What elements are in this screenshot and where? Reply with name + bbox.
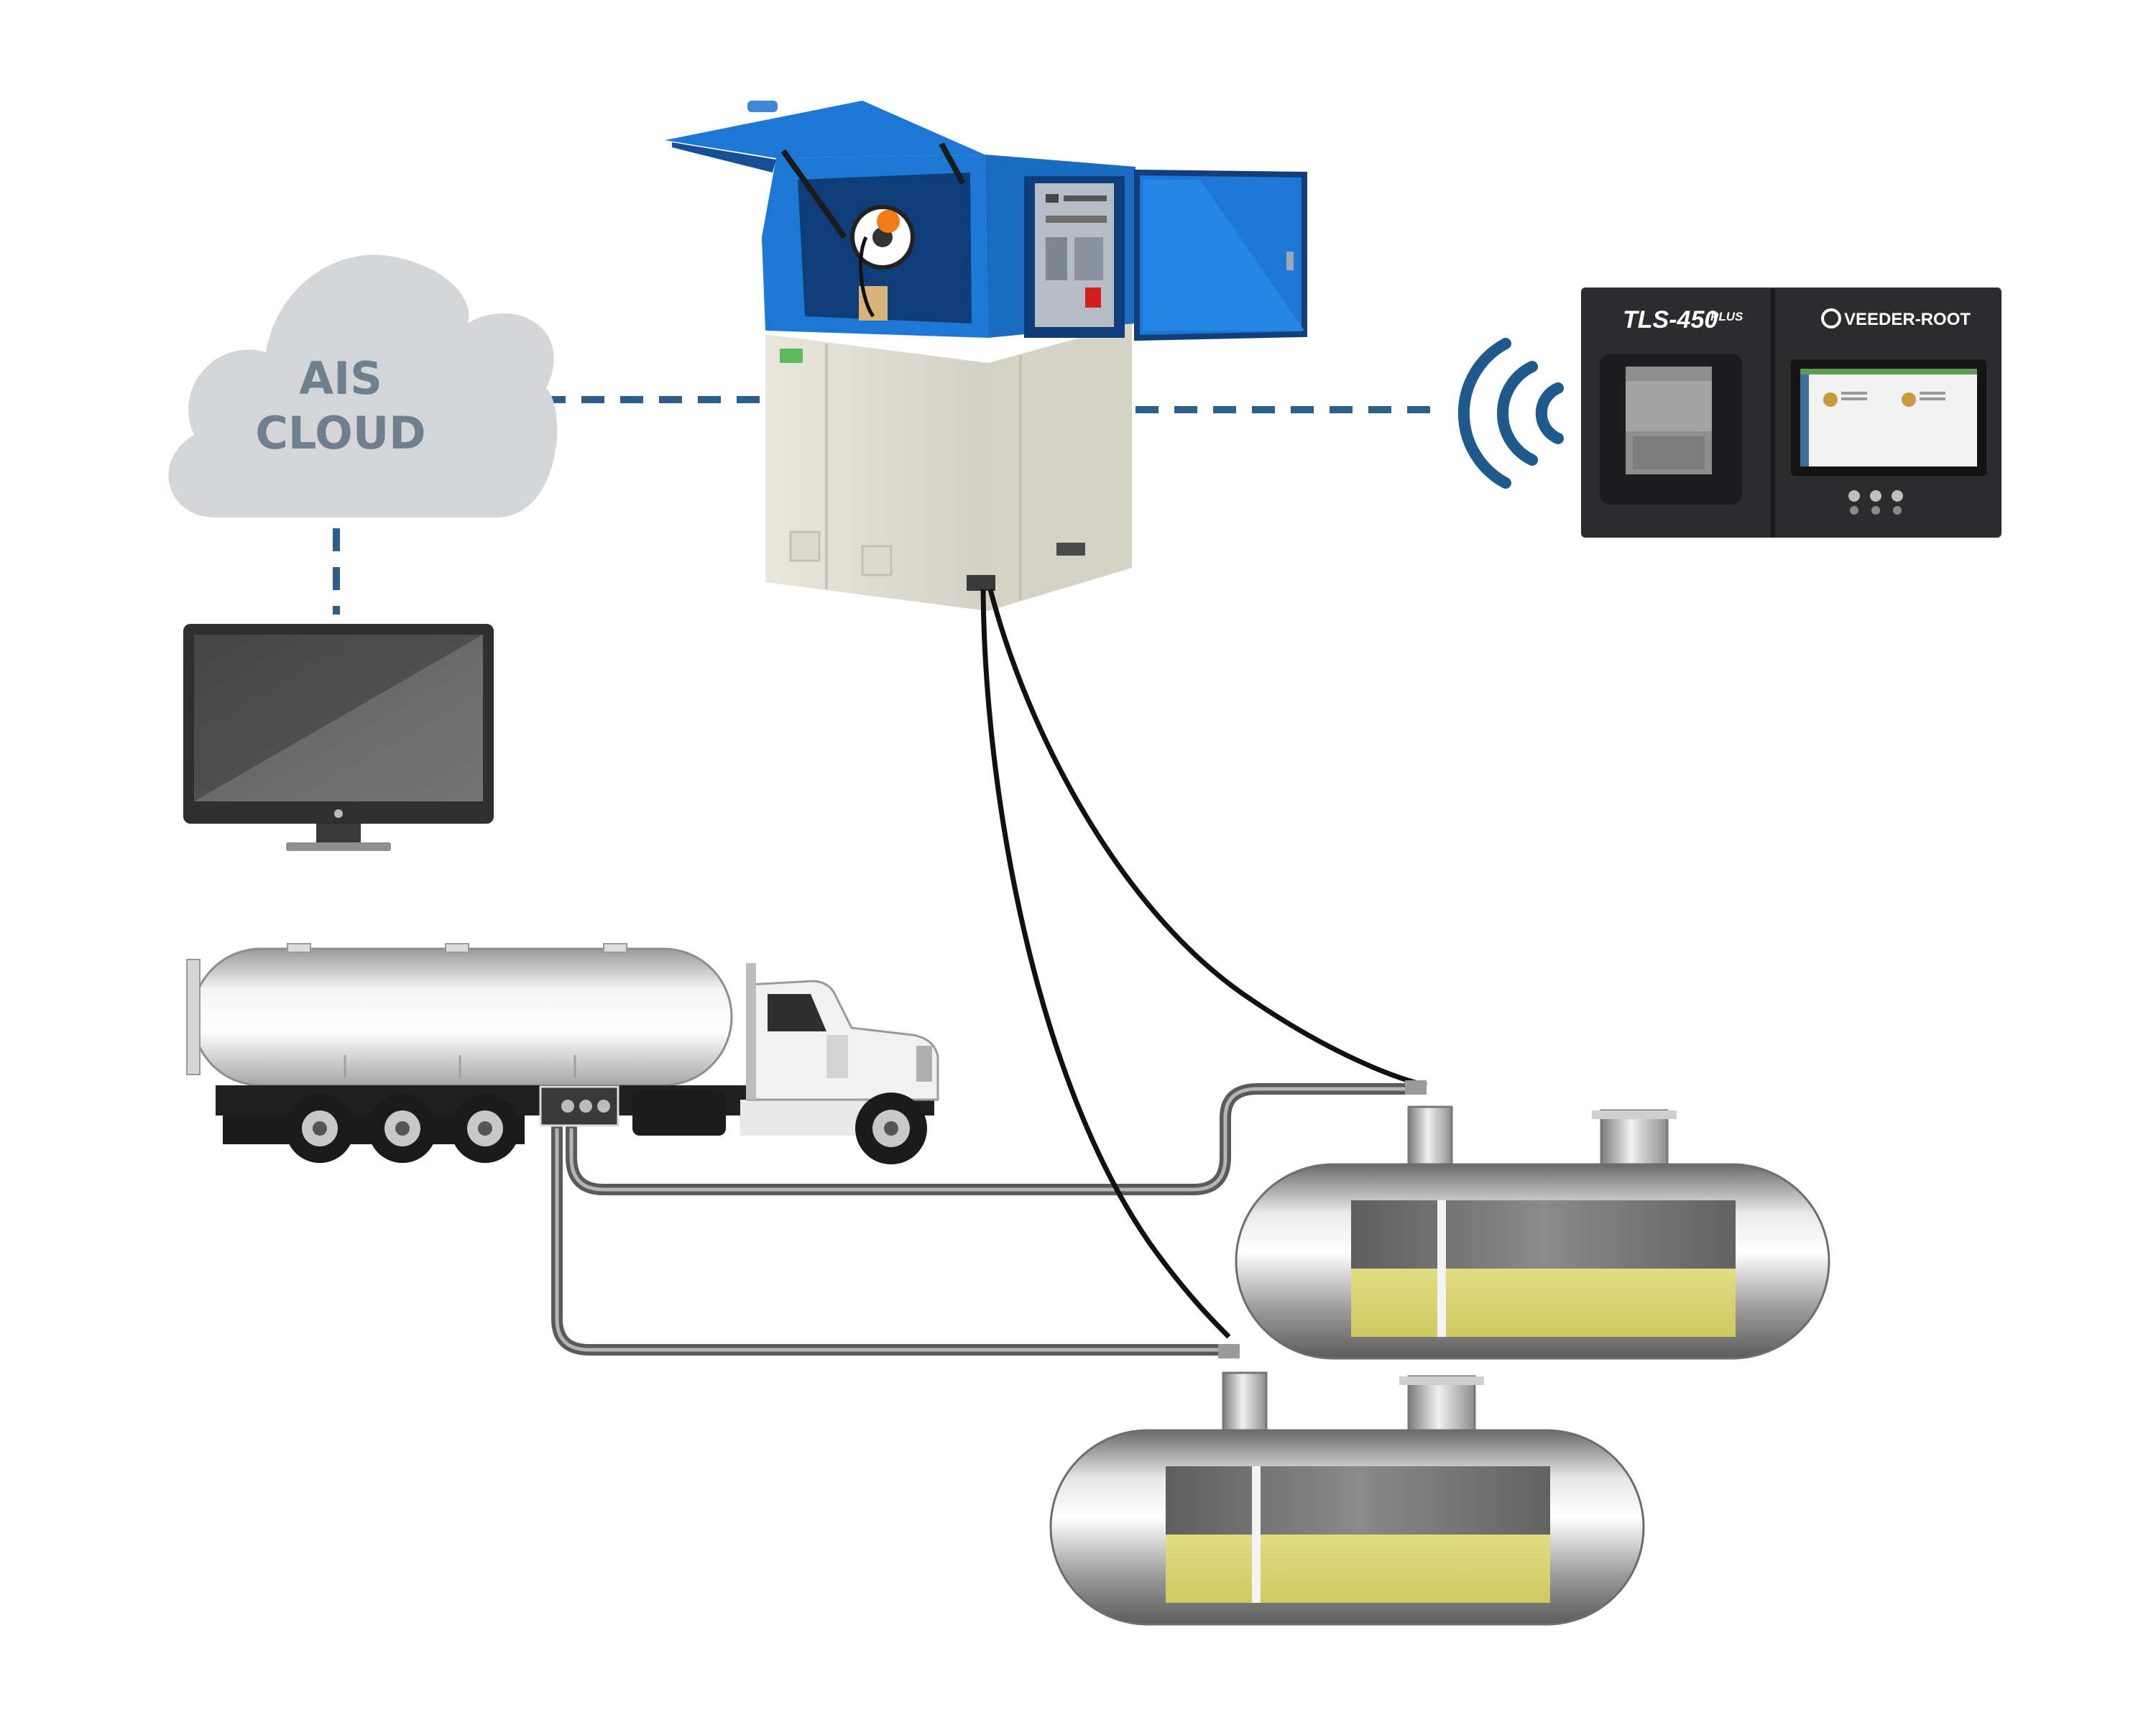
lid-handle — [747, 101, 778, 112]
kiosk-red-switch — [1085, 288, 1101, 308]
underground-tank — [1235, 1080, 1830, 1360]
cloud-icon: AIS CLOUD — [168, 254, 558, 518]
tank-fuel-level — [1351, 1269, 1736, 1337]
console-screen — [1800, 369, 1977, 466]
kiosk-front-panel — [765, 334, 988, 611]
truck-wheels — [285, 1092, 927, 1164]
lid-strut-left — [780, 149, 847, 239]
indicator-light — [1848, 490, 1860, 502]
cloud-label-line2: CLOUD — [255, 407, 425, 459]
kiosk-cable-port — [967, 575, 995, 591]
tank-manhole — [1407, 1375, 1476, 1439]
monitor-stand — [286, 842, 391, 851]
tank-gauge-console: TLS-450 PLUS VEEDER-ROOT — [1581, 288, 2001, 538]
cloud-label-line1: AIS — [299, 352, 382, 405]
monitor-screen — [194, 635, 483, 801]
wireless-icon — [1457, 338, 1564, 489]
cable-to-upper-tank — [987, 589, 1427, 1088]
fuel-management-kiosk — [665, 101, 1307, 611]
indicator-light — [1892, 490, 1903, 502]
tank-probe — [1437, 1200, 1446, 1337]
truck-window — [768, 994, 826, 1031]
tank-probe — [1252, 1466, 1261, 1603]
tank-fill-riser — [1407, 1105, 1453, 1173]
monitor-neck — [316, 824, 361, 844]
reel-motor — [877, 210, 900, 233]
tanker-truck — [186, 943, 939, 1164]
tank-fill-riser — [1222, 1371, 1268, 1439]
monitor-icon — [183, 624, 494, 851]
console-model-label: TLS-450 — [1623, 306, 1718, 334]
truck-exhaust — [746, 963, 756, 1100]
underground-tank — [1049, 1344, 1645, 1626]
tank-manhole — [1600, 1109, 1669, 1173]
brand-logo — [1821, 308, 1841, 328]
tank-fuel-level — [1166, 1535, 1550, 1603]
kiosk-lid — [665, 101, 985, 158]
console-model-suffix: PLUS — [1710, 310, 1743, 323]
monitor-power-led — [334, 809, 343, 818]
lid-strut-right — [939, 142, 966, 185]
truck-fuel-tank — [632, 1091, 726, 1136]
network-links — [333, 396, 1430, 615]
kiosk-status-label — [780, 349, 803, 363]
probe-cables — [980, 589, 1427, 1339]
truck-tank — [191, 947, 733, 1087]
cable-to-lower-tank — [980, 589, 1231, 1339]
console-brand: VEEDER-ROOT — [1844, 310, 1971, 329]
indicator-light — [1870, 490, 1881, 502]
kiosk-side-panel — [988, 323, 1132, 611]
